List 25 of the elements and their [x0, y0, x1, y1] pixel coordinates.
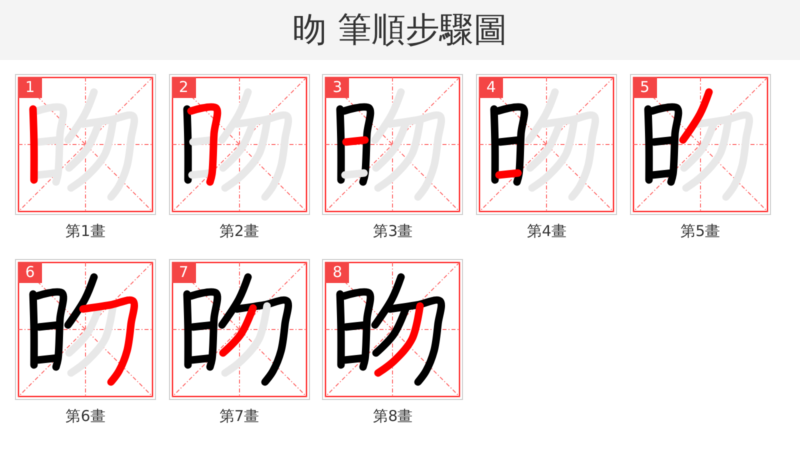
step-number: 7 [172, 262, 196, 282]
step-caption: 第4畫 [526, 221, 568, 241]
step-caption: 第2畫 [218, 221, 260, 241]
step-number: 3 [325, 77, 350, 98]
stroke-order-tile [168, 258, 310, 400]
stroke-order-tile [168, 74, 310, 215]
step-caption: 第7畫 [218, 406, 260, 426]
stroke-order-tile [322, 74, 464, 215]
step-caption: 第3畫 [372, 221, 414, 241]
step-caption: 第8畫 [372, 406, 414, 426]
stroke-order-tile [15, 258, 156, 400]
step-number: 6 [18, 262, 42, 282]
step-caption: 第6畫 [64, 406, 106, 426]
page-title: 昒 筆順步驟圖 [292, 9, 508, 52]
step-number: 1 [18, 77, 42, 98]
stroke-order-tile [630, 74, 771, 215]
stroke-order-tile [322, 258, 464, 400]
step-number: 8 [325, 262, 350, 282]
step-number: 2 [172, 77, 196, 98]
step-caption: 第5畫 [680, 221, 722, 241]
stroke-order-tile [15, 74, 156, 215]
stroke-order-tile [476, 74, 618, 215]
step-number: 4 [479, 77, 504, 98]
step-caption: 第1畫 [64, 221, 106, 241]
step-number: 5 [632, 77, 657, 98]
